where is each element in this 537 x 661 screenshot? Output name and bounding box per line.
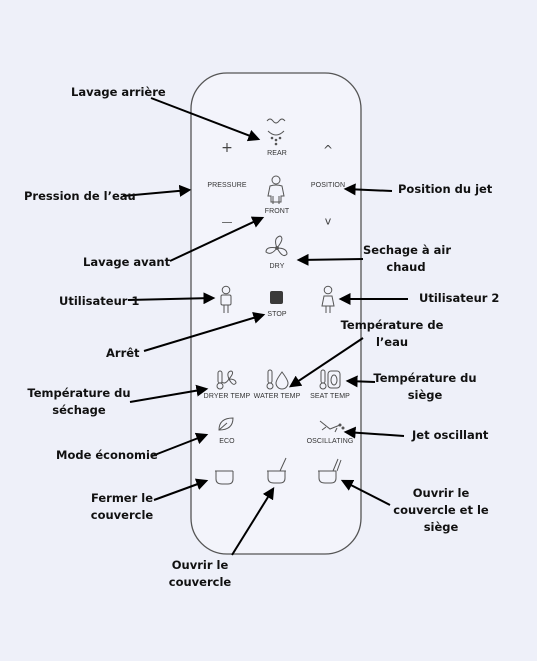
arrow-utilisateur-1 — [127, 292, 216, 305]
oscillating-icon — [319, 420, 345, 433]
rear-label: REAR — [267, 150, 287, 157]
arrow-lavage-arriere — [150, 97, 261, 142]
seat-temp-label: SEAT TEMP — [310, 393, 350, 400]
callout-fermer-line2: couvercle — [90, 508, 154, 522]
callout-ouvrir-couv-line2: couvercle — [168, 575, 232, 589]
arrow-temp-siege — [345, 375, 376, 388]
arrow-ouvrir-couvercle — [231, 486, 275, 556]
dryer-temp-icon — [216, 370, 237, 390]
arrow-mode-eco — [151, 432, 209, 457]
callout-temp-eau: Température de l’eau — [340, 317, 444, 351]
callout-position-jet: Position du jet — [398, 182, 493, 196]
dryer-temp-label: DRYER TEMP — [203, 393, 251, 400]
dry-label: DRY — [269, 263, 285, 270]
callout-temp-sechage-line1: Température du — [27, 386, 131, 400]
water-temp-label: WATER TEMP — [253, 393, 301, 400]
position-up-button[interactable]: ^ — [322, 143, 334, 157]
callout-pression-eau: Pression de l’eau — [24, 189, 136, 203]
stop-label: STOP — [267, 311, 287, 318]
callout-sechage-air-line1: Sechage à air — [363, 243, 452, 257]
position-label: POSITION — [310, 182, 346, 189]
callout-ouvrir-siege-line1: Ouvrir le — [412, 486, 470, 500]
rear-wash-icon — [266, 118, 286, 146]
callout-utilisateur-2: Utilisateur 2 — [419, 291, 500, 305]
callout-temp-sechage-line2: séchage — [52, 403, 106, 417]
position-down-button[interactable]: v — [324, 214, 332, 228]
arrow-temp-eau — [289, 337, 364, 388]
arrow-ouvrir-couvercle-siege — [340, 479, 391, 506]
arrow-temp-sechage — [129, 384, 209, 403]
callout-utilisateur-1: Utilisateur 1 — [59, 294, 140, 308]
arrow-lavage-avant — [169, 216, 265, 262]
callout-temp-siege-line1: Température du — [373, 371, 477, 385]
callout-arret: Arrêt — [106, 346, 140, 360]
callout-ouvrir-couv-line1: Ouvrir le — [171, 558, 229, 572]
arrow-position-jet — [343, 183, 393, 196]
user-2-icon — [321, 285, 335, 313]
dry-fan-icon — [265, 235, 288, 256]
front-wash-icon — [267, 175, 285, 204]
callout-fermer-couvercle: Fermer le couvercle — [86, 490, 158, 524]
callout-ouvrir-couvercle-siege: Ouvrir le couvercle et le siège — [388, 485, 494, 536]
arrow-arret — [143, 312, 266, 352]
callout-sechage-air: Sechage à air chaud — [363, 242, 452, 276]
callout-mode-eco: Mode économie — [56, 448, 158, 462]
close-lid-icon — [215, 470, 234, 485]
callout-lavage-avant: Lavage avant — [83, 255, 171, 269]
callout-fermer-line1: Fermer le — [90, 491, 154, 505]
eco-label: ECO — [219, 438, 235, 445]
callout-lavage-arriere: Lavage arrière — [71, 85, 166, 99]
callout-temp-eau-line1: Température de — [340, 318, 444, 332]
stop-button-square — [270, 291, 283, 304]
arrow-pression-eau — [122, 184, 192, 197]
callout-ouvrir-siege-line3: siège — [423, 520, 459, 534]
eco-leaf-icon — [218, 417, 234, 431]
open-lid-seat-icon — [318, 458, 342, 484]
open-lid-icon — [267, 457, 287, 484]
callout-ouvrir-siege-line2: couvercle et le — [393, 503, 489, 517]
callout-temp-sechage: Température du séchage — [27, 385, 131, 419]
front-label: FRONT — [264, 208, 290, 215]
callout-temp-siege-line2: siège — [407, 388, 443, 402]
callout-temp-siege: Température du siège — [373, 370, 477, 404]
arrow-sechage-air — [296, 253, 364, 266]
seat-temp-icon — [319, 369, 341, 390]
arrow-fermer-couvercle — [153, 478, 209, 501]
callout-jet-oscillant: Jet oscillant — [412, 428, 489, 442]
callout-ouvrir-couvercle: Ouvrir le couvercle — [164, 557, 236, 591]
callout-temp-eau-line2: l’eau — [375, 335, 409, 349]
remote-panel — [190, 72, 362, 555]
water-temp-icon — [266, 369, 289, 390]
pressure-plus-button[interactable]: + — [221, 140, 233, 156]
pressure-minus-button[interactable]: — — [221, 215, 233, 229]
oscillating-label: OSCILLATING — [306, 438, 354, 445]
callout-sechage-air-line2: chaud — [386, 260, 426, 274]
arrow-jet-oscillant — [343, 426, 405, 439]
user-1-icon — [220, 285, 232, 313]
pressure-label: PRESSURE — [207, 182, 247, 189]
